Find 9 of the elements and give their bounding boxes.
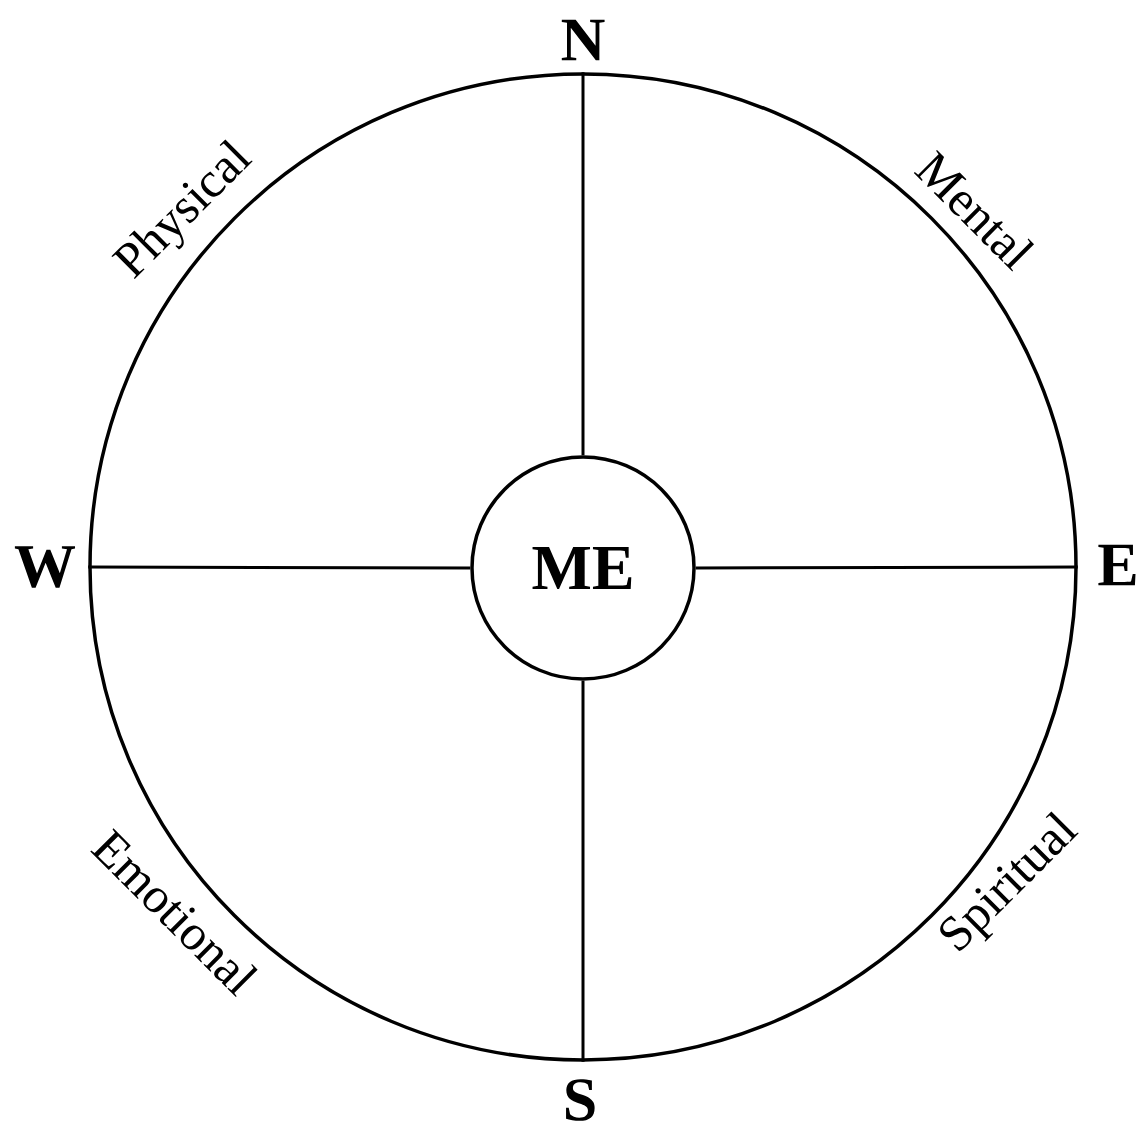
outer-circle <box>88 72 1078 1062</box>
compass-letter: N <box>561 19 605 61</box>
divider-line <box>581 680 585 1062</box>
compass-letter: S <box>566 1079 595 1121</box>
compass-letter: W <box>14 546 76 588</box>
divider-line <box>695 565 1078 570</box>
divider-line <box>581 72 585 456</box>
divider-line <box>88 565 471 570</box>
compass-letter: E <box>1098 544 1136 586</box>
